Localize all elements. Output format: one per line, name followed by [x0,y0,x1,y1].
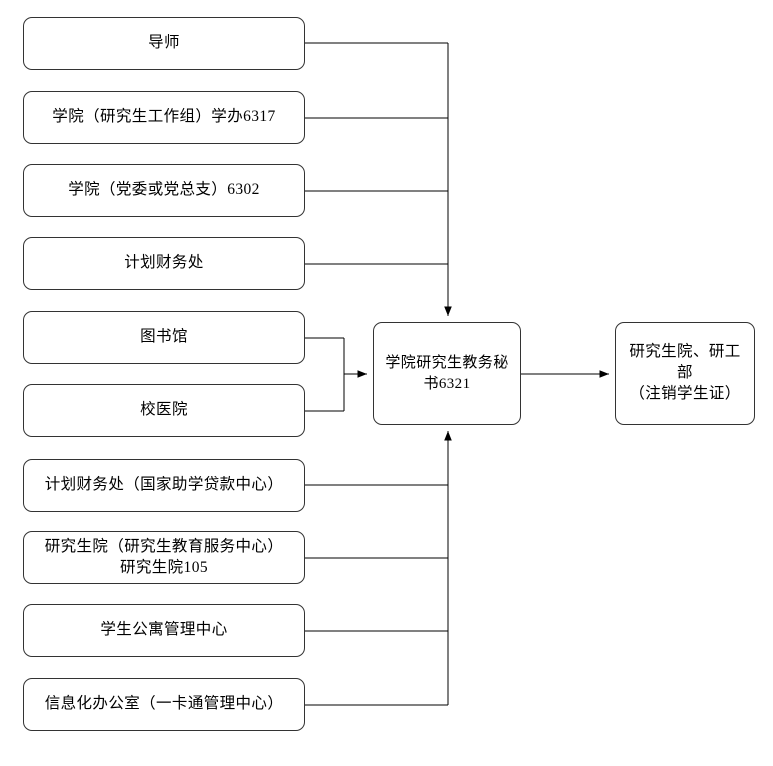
node-label: 计划财务处（国家助学贷款中心） [44,476,284,494]
node-college-grad-academic-secretary[interactable]: 学院研究生教务秘书6321 [373,322,521,425]
node-graduate-school-service-center[interactable]: 研究生院（研究生教育服务中心） 研究生院105 [23,531,305,584]
node-dormitory-management-center[interactable]: 学生公寓管理中心 [23,604,305,657]
node-college-party-committee[interactable]: 学院（党委或党总支）6302 [23,164,305,217]
node-label: 学生公寓管理中心 [100,621,228,639]
node-label: 学院（党委或党总支）6302 [68,181,260,199]
node-student-loan-center[interactable]: 计划财务处（国家助学贷款中心） [23,459,305,512]
node-label: 图书馆 [140,328,188,346]
node-graduate-school-cancel-student-id[interactable]: 研究生院、研工部 （注销学生证） [615,322,755,425]
node-label: 学院研究生教务秘书6321 [385,355,509,392]
node-college-grad-work-group[interactable]: 学院（研究生工作组）学办6317 [23,91,305,144]
node-label: 信息化办公室（一卡通管理中心） [44,695,284,713]
node-finance-office[interactable]: 计划财务处 [23,237,305,290]
node-label: 研究生院、研工部 （注销学生证） [629,343,741,402]
node-advisor[interactable]: 导师 [23,17,305,70]
node-label: 学院（研究生工作组）学办6317 [52,108,276,126]
node-label: 校医院 [140,401,188,419]
node-campus-hospital[interactable]: 校医院 [23,384,305,437]
node-label: 研究生院（研究生教育服务中心） 研究生院105 [44,537,284,576]
node-library[interactable]: 图书馆 [23,311,305,364]
node-label: 计划财务处 [124,254,204,272]
node-label: 导师 [148,34,180,52]
node-information-office-card-center[interactable]: 信息化办公室（一卡通管理中心） [23,678,305,731]
